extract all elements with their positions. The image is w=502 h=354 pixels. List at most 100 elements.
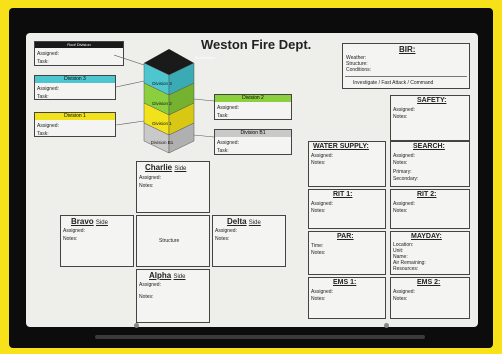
whiteboard: Weston Fire Dept. Roof Division Assigned… (26, 33, 478, 328)
mayday-panel[interactable]: MAYDAY: Location: Unit: Name: Air Remain… (390, 231, 470, 275)
par-time-label: Time: (311, 243, 324, 249)
divisionB1-header: Division B1 (215, 130, 291, 137)
charlie-title-text: Charlie (145, 163, 173, 172)
division3-panel[interactable]: Division 3 Assigned: Task: (34, 75, 116, 100)
charlie-side-panel[interactable]: Charlie Side Assigned: Notes: (136, 161, 210, 213)
rit1-title: RIT 1: (333, 191, 353, 198)
bir-panel[interactable]: BIR: Weather: Structure: Conditions: Inv… (342, 43, 470, 89)
delta-side-panel[interactable]: Delta Side Assigned: Notes: (212, 215, 286, 267)
search-panel[interactable]: SEARCH: Assigned: Notes: Primary: Second… (390, 141, 470, 187)
bravo-side-panel[interactable]: Bravo Side Assigned: Notes: (60, 215, 134, 267)
ems1-panel[interactable]: EMS 1: Assigned: Notes: (308, 277, 386, 319)
connector-divB1 (193, 134, 215, 138)
division1-panel[interactable]: Division 1 Assigned: Task: (34, 112, 116, 137)
charlie-side-word: Side (174, 166, 187, 172)
division2-header: Division 2 (215, 95, 291, 102)
division1-header: Division 1 (35, 113, 115, 120)
search-title: SEARCH: (413, 143, 445, 150)
divisionB1-panel[interactable]: Division B1 Assigned: Task: (214, 129, 292, 155)
building-floor1-label: Division 1 (152, 121, 172, 126)
bir-divider (345, 76, 467, 77)
water-supply-notes-label: Notes: (311, 160, 326, 166)
ems2-notes-label: Notes: (393, 296, 408, 302)
division1-assigned-label: Assigned: (37, 123, 59, 129)
rit1-assigned-label: Assigned: (311, 201, 333, 207)
division3-header: Division 3 (35, 76, 115, 83)
floorB1-side (168, 122, 195, 154)
delta-side-word: Side (248, 220, 261, 226)
water-supply-title: WATER SUPPLY: (313, 143, 369, 150)
bir-conditions-label: Conditions: (346, 67, 372, 73)
water-supply-panel[interactable]: WATER SUPPLY: Assigned: Notes: (308, 141, 386, 187)
bravo-notes-label: Notes: (63, 236, 78, 242)
safety-panel[interactable]: SAFETY: Assigned: Notes: (390, 95, 470, 141)
bir-title: BIR: (399, 45, 416, 54)
division2-task-label: Task: (217, 113, 229, 119)
delta-notes-label: Notes: (215, 236, 230, 242)
marker-tray (95, 335, 425, 339)
connector-div3 (115, 80, 145, 88)
ems2-assigned-label: Assigned: (393, 289, 415, 295)
mayday-air-label: Air Remaining: (393, 260, 426, 266)
roof-division-panel[interactable]: Roof Division Assigned: Task: (34, 41, 124, 66)
alpha-side-word: Side (173, 274, 186, 280)
par-notes-label: Notes: (311, 250, 326, 256)
division3-assigned-label: Assigned: (37, 86, 59, 92)
mayday-title: MAYDAY: (411, 233, 442, 240)
search-primary-label: Primary: (393, 169, 412, 175)
rit1-notes-label: Notes: (311, 208, 326, 214)
safety-notes-label: Notes: (393, 114, 408, 120)
divisionB1-task-label: Task: (217, 148, 229, 154)
charlie-notes-label: Notes: (139, 183, 154, 189)
roof-task-label: Task: (37, 59, 49, 65)
alpha-side-panel[interactable]: Alpha Side Assigned: Notes: (136, 269, 210, 323)
search-notes-label: Notes: (393, 160, 408, 166)
structure-label: Structure (159, 238, 180, 244)
rit2-notes-label: Notes: (393, 208, 408, 214)
building-diagram: Roof Division Division 3 Division 2 Divi… (114, 49, 216, 154)
bravo-assigned-label: Assigned: (63, 228, 85, 234)
division2-panel[interactable]: Division 2 Assigned: Task: (214, 94, 292, 120)
division1-task-label: Task: (37, 131, 49, 137)
building-roof (144, 49, 194, 75)
safety-assigned-label: Assigned: (393, 107, 415, 113)
division3-task-label: Task: (37, 94, 49, 100)
roof-assigned-label: Assigned: (37, 51, 59, 57)
alpha-assigned-label: Assigned: (139, 282, 161, 288)
ems1-assigned-label: Assigned: (311, 289, 333, 295)
division2-assigned-label: Assigned: (217, 105, 239, 111)
mayday-location-label: Location: (393, 242, 414, 248)
delta-title-text: Delta (227, 217, 247, 226)
charlie-assigned-label: Assigned: (139, 175, 161, 181)
rit2-panel[interactable]: RIT 2: Assigned: Notes: (390, 189, 470, 229)
bravo-side-title: Bravo Side (71, 217, 108, 226)
delta-side-title: Delta Side (227, 217, 261, 226)
mayday-name-label: Name: (393, 254, 408, 260)
par-panel[interactable]: PAR: Time: Notes: (308, 231, 386, 275)
building-floor2-label: Division 2 (152, 101, 172, 106)
connector-div1 (115, 120, 145, 126)
building-roof-label: Roof Division (195, 56, 216, 60)
structure-panel: Structure (136, 215, 210, 267)
alpha-notes-label: Notes: (139, 294, 154, 300)
building-floor3-label: Division 3 (152, 81, 172, 86)
ems2-panel[interactable]: EMS 2: Assigned: Notes: (390, 277, 470, 319)
ems1-title: EMS 1: (333, 279, 357, 286)
board-screw-right (384, 323, 389, 328)
ems1-notes-label: Notes: (311, 296, 326, 302)
bravo-title-text: Bravo (71, 217, 94, 226)
delta-assigned-label: Assigned: (215, 228, 237, 234)
rit1-panel[interactable]: RIT 1: Assigned: Notes: (308, 189, 386, 229)
board-title: Weston Fire Dept. (201, 37, 312, 52)
alpha-side-title: Alpha Side (149, 271, 185, 280)
rit2-assigned-label: Assigned: (393, 201, 415, 207)
bir-structure-label: Structure: (346, 61, 368, 67)
mayday-unit-label: Unit: (393, 248, 404, 254)
safety-title: SAFETY: (417, 97, 447, 104)
charlie-side-title: Charlie Side (145, 163, 186, 172)
board-screw-left (134, 323, 139, 328)
bir-footer: Investigate / Fast Attack / Command (353, 80, 434, 86)
search-assigned-label: Assigned: (393, 153, 415, 159)
par-title: PAR: (337, 233, 354, 240)
divisionB1-assigned-label: Assigned: (217, 140, 239, 146)
